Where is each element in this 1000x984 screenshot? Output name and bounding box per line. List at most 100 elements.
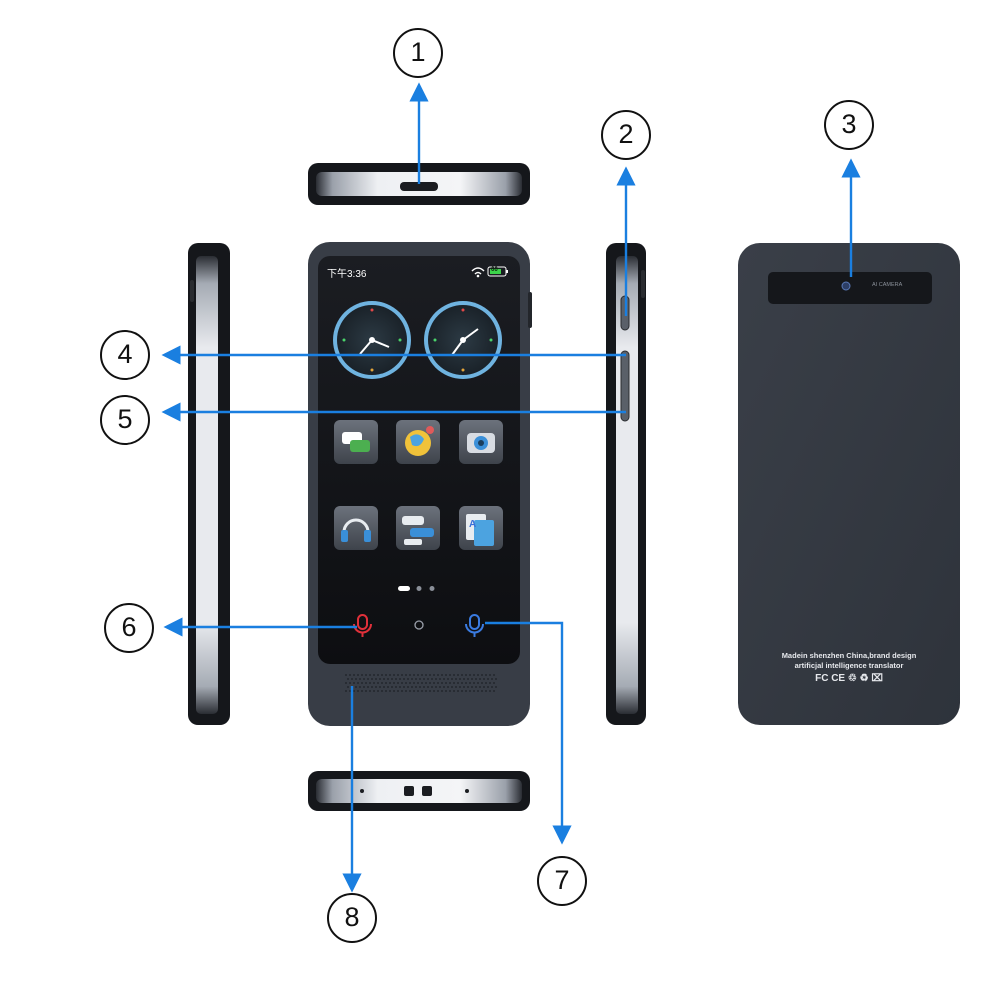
- grille-hole: [461, 690, 463, 692]
- grille-hole: [365, 682, 367, 684]
- grille-hole: [465, 674, 467, 676]
- grille-hole: [373, 674, 375, 676]
- callout-6: 6: [104, 603, 154, 653]
- grille-hole: [417, 690, 419, 692]
- grille-hole: [439, 678, 441, 680]
- grille-hole: [479, 678, 481, 680]
- grille-hole: [369, 690, 371, 692]
- grille-hole: [411, 686, 413, 688]
- grille-hole: [387, 686, 389, 688]
- grille-hole: [403, 678, 405, 680]
- grille-hole: [433, 682, 435, 684]
- headset-app-icon: [334, 506, 378, 550]
- grille-hole: [441, 690, 443, 692]
- grille-hole: [447, 678, 449, 680]
- grille-hole: [383, 686, 385, 688]
- grille-hole: [477, 690, 479, 692]
- grille-hole: [393, 690, 395, 692]
- grille-hole: [431, 678, 433, 680]
- grille-hole: [481, 682, 483, 684]
- grille-hole: [427, 678, 429, 680]
- grille-hole: [409, 682, 411, 684]
- conversation-app-icon: [396, 506, 440, 550]
- grille-hole: [381, 674, 383, 676]
- grille-hole: [357, 690, 359, 692]
- grille-hole: [445, 674, 447, 676]
- grille-hole: [413, 682, 415, 684]
- left-side-view: [188, 243, 230, 725]
- grille-hole: [387, 678, 389, 680]
- grille-hole: [467, 686, 469, 688]
- grille-hole: [379, 686, 381, 688]
- grille-hole: [349, 682, 351, 684]
- grille-hole: [485, 674, 487, 676]
- grille-hole: [489, 690, 491, 692]
- grille-hole: [373, 690, 375, 692]
- home-button-icon: [414, 620, 424, 630]
- grille-hole: [357, 682, 359, 684]
- grille-hole: [481, 690, 483, 692]
- grille-hole: [345, 674, 347, 676]
- grille-hole: [477, 674, 479, 676]
- callout-7: 7: [537, 856, 587, 906]
- back-view: [738, 243, 960, 725]
- grille-hole: [385, 682, 387, 684]
- grille-hole: [453, 682, 455, 684]
- grille-hole: [429, 690, 431, 692]
- grille-hole: [429, 674, 431, 676]
- grille-hole: [437, 690, 439, 692]
- grille-hole: [375, 678, 377, 680]
- callout-2: 2: [601, 110, 651, 160]
- grille-hole: [459, 686, 461, 688]
- grille-hole: [473, 674, 475, 676]
- grille-hole: [405, 690, 407, 692]
- grille-hole: [435, 686, 437, 688]
- grille-hole: [481, 674, 483, 676]
- grille-hole: [487, 686, 489, 688]
- grille-hole: [413, 674, 415, 676]
- grille-hole: [433, 690, 435, 692]
- grille-hole: [469, 690, 471, 692]
- grille-hole: [419, 678, 421, 680]
- certification-marks: FC CE ♲ ♻ ⌧: [815, 673, 883, 684]
- grille-hole: [427, 686, 429, 688]
- grille-hole: [457, 674, 459, 676]
- grille-hole: [375, 686, 377, 688]
- grille-hole: [353, 682, 355, 684]
- grille-hole: [393, 674, 395, 676]
- grille-hole: [399, 686, 401, 688]
- chat-app-icon: [334, 420, 378, 464]
- grille-hole: [423, 678, 425, 680]
- grille-hole: [419, 686, 421, 688]
- grille-hole: [347, 686, 349, 688]
- grille-hole: [483, 686, 485, 688]
- grille-hole: [417, 682, 419, 684]
- grille-hole: [425, 674, 427, 676]
- grille-hole: [365, 674, 367, 676]
- grille-hole: [383, 678, 385, 680]
- grille-hole: [463, 678, 465, 680]
- grille-hole: [441, 682, 443, 684]
- grille-hole: [363, 686, 365, 688]
- grille-hole: [495, 686, 497, 688]
- grille-hole: [399, 678, 401, 680]
- grille-hole: [493, 682, 495, 684]
- usb-port: [400, 182, 438, 191]
- grille-hole: [415, 678, 417, 680]
- grille-hole: [353, 674, 355, 676]
- battery-level: 66: [491, 267, 498, 273]
- grille-hole: [433, 674, 435, 676]
- grille-hole: [437, 682, 439, 684]
- grille-hole: [389, 690, 391, 692]
- grille-hole: [459, 678, 461, 680]
- grille-hole: [487, 678, 489, 680]
- grille-hole: [449, 690, 451, 692]
- battery-icon: [487, 266, 508, 277]
- grille-hole: [435, 678, 437, 680]
- grille-hole: [471, 686, 473, 688]
- grille-hole: [483, 678, 485, 680]
- grille-hole: [445, 682, 447, 684]
- grille-hole: [443, 678, 445, 680]
- grille-hole: [453, 690, 455, 692]
